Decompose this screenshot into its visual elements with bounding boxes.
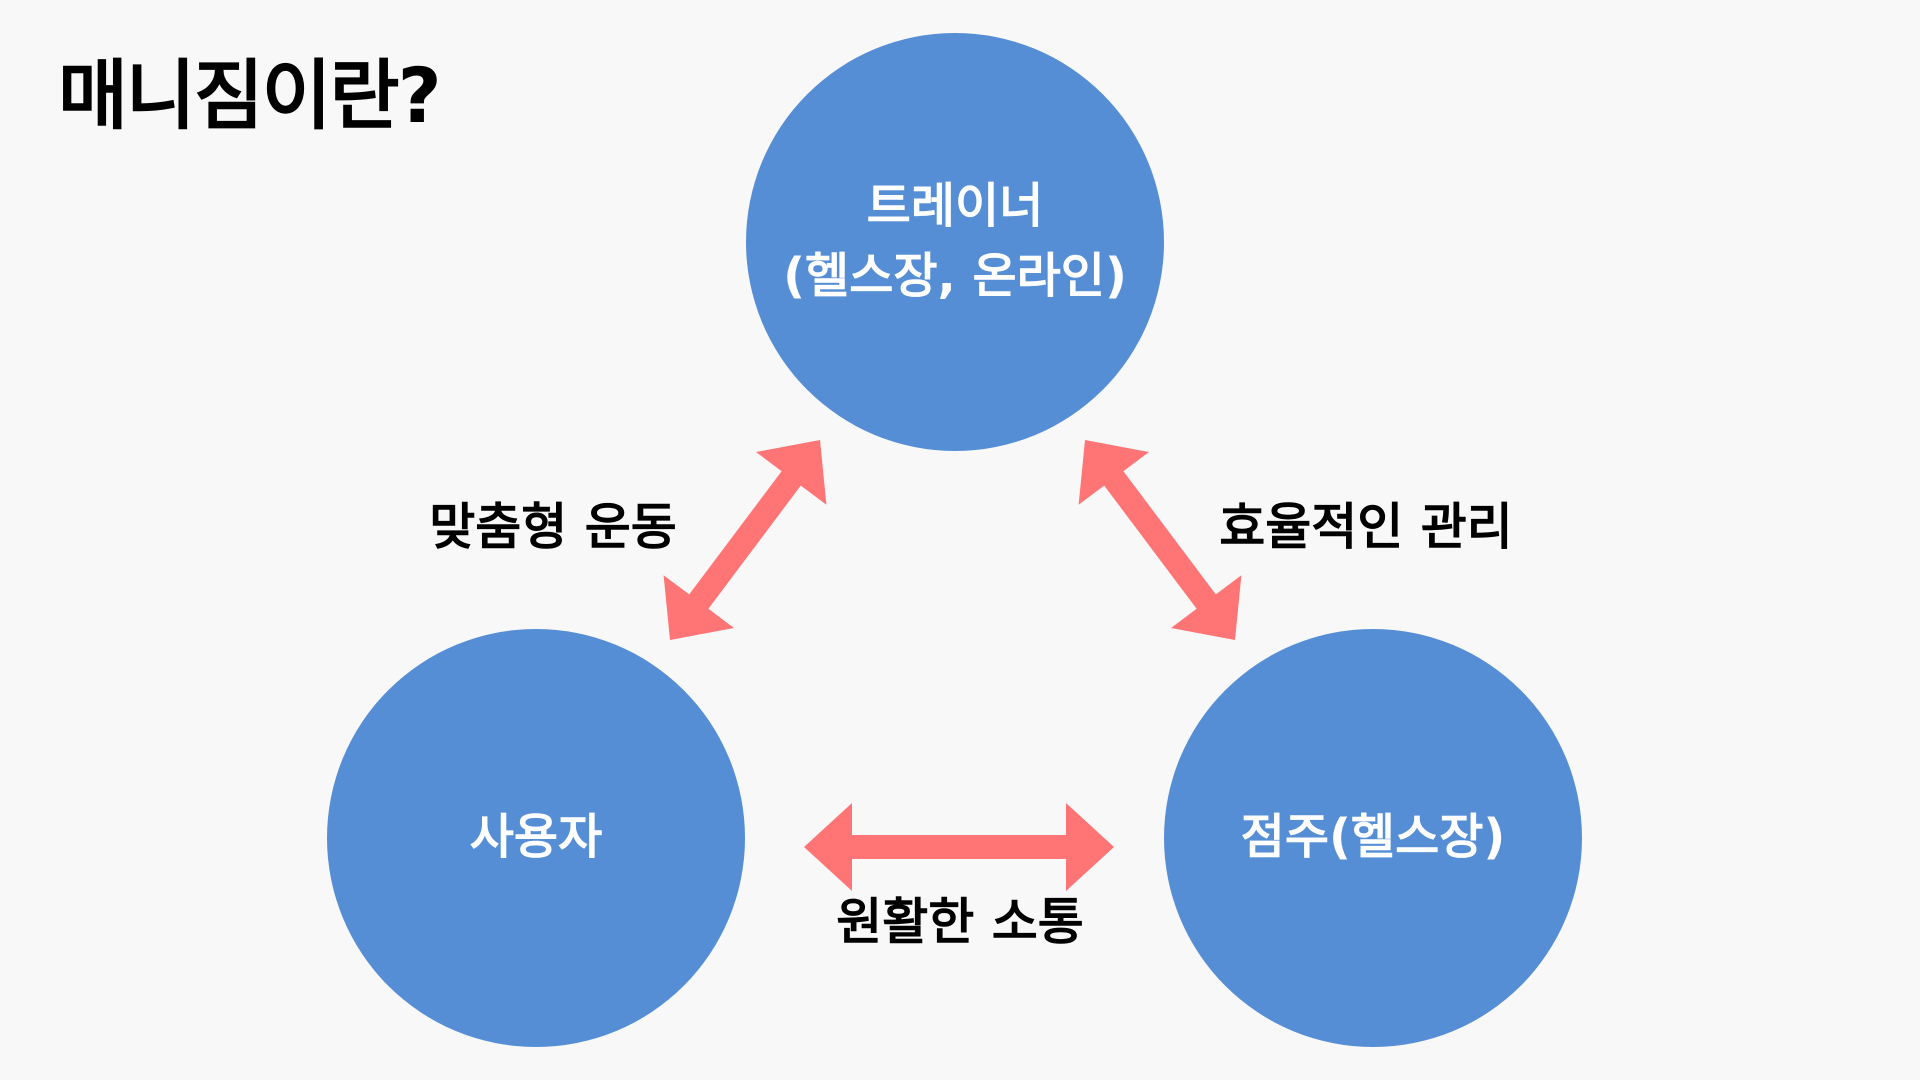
relation-label-trainer-user: 맞춤형 운동 xyxy=(429,498,677,556)
trainer-subtitle: (헬스장, 온라인) xyxy=(783,248,1127,304)
trainer-title: 트레이너 xyxy=(866,178,1044,235)
owner-title: 점주(헬스장) xyxy=(1240,809,1506,866)
node-user: 사용자 xyxy=(327,629,745,1047)
relation-label-user-owner: 원활한 소통 xyxy=(836,893,1084,951)
double-arrow-trainer-owner xyxy=(1078,440,1242,640)
double-arrow-trainer-user xyxy=(663,440,827,640)
node-trainer: 트레이너 (헬스장, 온라인) xyxy=(746,33,1164,451)
double-arrow-user-owner xyxy=(804,803,1114,891)
relation-label-trainer-owner: 효율적인 관리 xyxy=(1219,498,1513,556)
node-owner: 점주(헬스장) xyxy=(1164,629,1582,1047)
user-title: 사용자 xyxy=(469,809,603,866)
page-title: 매니짐이란? xyxy=(58,51,442,140)
